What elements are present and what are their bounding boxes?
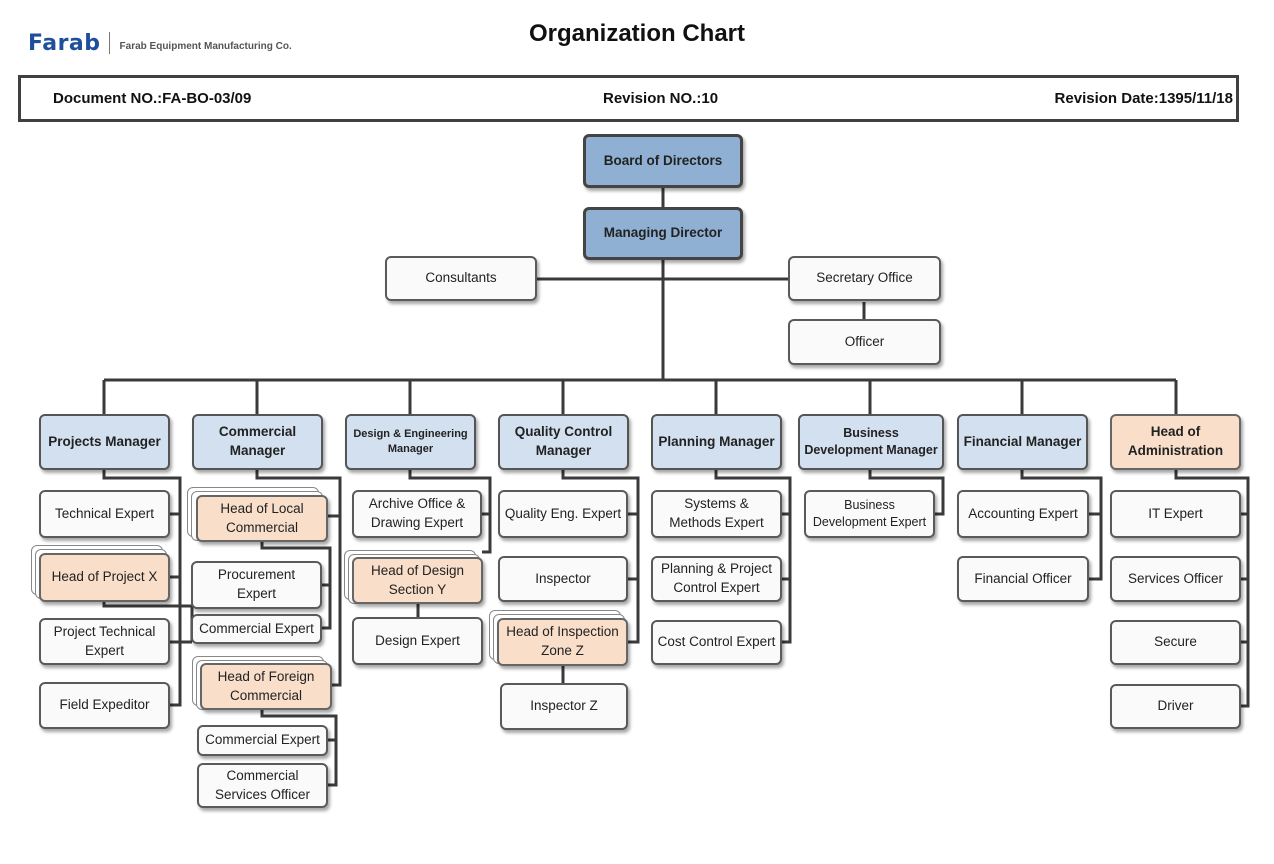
cost-control-expert-box[interactable]: Cost Control Expert: [651, 620, 782, 665]
design-engineering-manager-box[interactable]: Design & Engineering Manager: [345, 414, 476, 470]
company-name: Farab Equipment Manufacturing Co.: [119, 40, 292, 52]
commercial-services-officer-box[interactable]: Commercial Services Officer: [197, 763, 328, 808]
officer-box[interactable]: Officer: [788, 319, 941, 365]
head-of-project-box[interactable]: Head of Project X: [39, 553, 170, 602]
design-expert-box[interactable]: Design Expert: [352, 617, 483, 665]
head-of-design-section-box[interactable]: Head of Design Section Y: [352, 557, 483, 604]
archive-drawing-expert-box[interactable]: Archive Office & Drawing Expert: [352, 490, 482, 538]
procurement-expert-box[interactable]: Procurement Expert: [191, 561, 322, 609]
page-title: Organization Chart: [528, 20, 745, 47]
services-officer-box[interactable]: Services Officer: [1110, 556, 1241, 602]
secretary-office-box[interactable]: Secretary Office: [788, 256, 941, 301]
head-of-administration-box[interactable]: Head of Administration: [1110, 414, 1241, 470]
it-expert-box[interactable]: IT Expert: [1110, 490, 1241, 538]
business-development-expert-box[interactable]: Business Development Expert: [804, 490, 935, 538]
business-development-manager-box[interactable]: Business Development Manager: [798, 414, 944, 470]
systems-methods-expert-box[interactable]: Systems & Methods Expert: [651, 490, 782, 538]
inspector-box[interactable]: Inspector: [498, 556, 628, 602]
board-of-directors-box[interactable]: Board of Directors: [583, 134, 743, 188]
foreign-commercial-expert-box[interactable]: Commercial Expert: [197, 725, 328, 756]
head-of-foreign-commercial-box[interactable]: Head of Foreign Commercial: [200, 663, 332, 710]
revision-number: Revision NO.:10: [603, 90, 719, 107]
document-info-bar: Document NO.:FA-BO-03/09 Revision NO.:10…: [18, 75, 1239, 122]
planning-project-control-expert-box[interactable]: Planning & Project Control Expert: [651, 556, 782, 602]
accounting-expert-box[interactable]: Accounting Expert: [957, 490, 1089, 538]
document-number: Document NO.:FA-BO-03/09: [53, 90, 252, 107]
commercial-manager-box[interactable]: Commercial Manager: [192, 414, 323, 470]
financial-manager-box[interactable]: Financial Manager: [957, 414, 1088, 470]
projects-manager-box[interactable]: Projects Manager: [39, 414, 170, 470]
brand-wordmark: Farab: [28, 30, 101, 56]
logo-divider: [108, 32, 110, 54]
managing-director-box[interactable]: Managing Director: [583, 207, 743, 260]
planning-manager-box[interactable]: Planning Manager: [651, 414, 782, 470]
quality-control-manager-box[interactable]: Quality Control Manager: [498, 414, 629, 470]
inspector-z-box[interactable]: Inspector Z: [500, 683, 628, 730]
head-of-inspection-zone-box[interactable]: Head of Inspection Zone Z: [497, 618, 628, 666]
financial-officer-box[interactable]: Financial Officer: [957, 556, 1089, 602]
company-logo: Farab Farab Equipment Manufacturing Co.: [28, 30, 292, 56]
technical-expert-box[interactable]: Technical Expert: [39, 490, 170, 538]
quality-eng-expert-box[interactable]: Quality Eng. Expert: [498, 490, 628, 538]
head-of-local-commercial-box[interactable]: Head of Local Commercial: [196, 495, 328, 542]
driver-box[interactable]: Driver: [1110, 684, 1241, 729]
project-technical-expert-box[interactable]: Project Technical Expert: [39, 618, 170, 665]
secure-box[interactable]: Secure: [1110, 620, 1241, 665]
field-expeditor-box[interactable]: Field Expeditor: [39, 682, 170, 729]
commercial-expert-box[interactable]: Commercial Expert: [191, 614, 322, 644]
revision-date: Revision Date:1395/11/18: [1054, 90, 1233, 107]
consultants-box[interactable]: Consultants: [385, 256, 537, 301]
